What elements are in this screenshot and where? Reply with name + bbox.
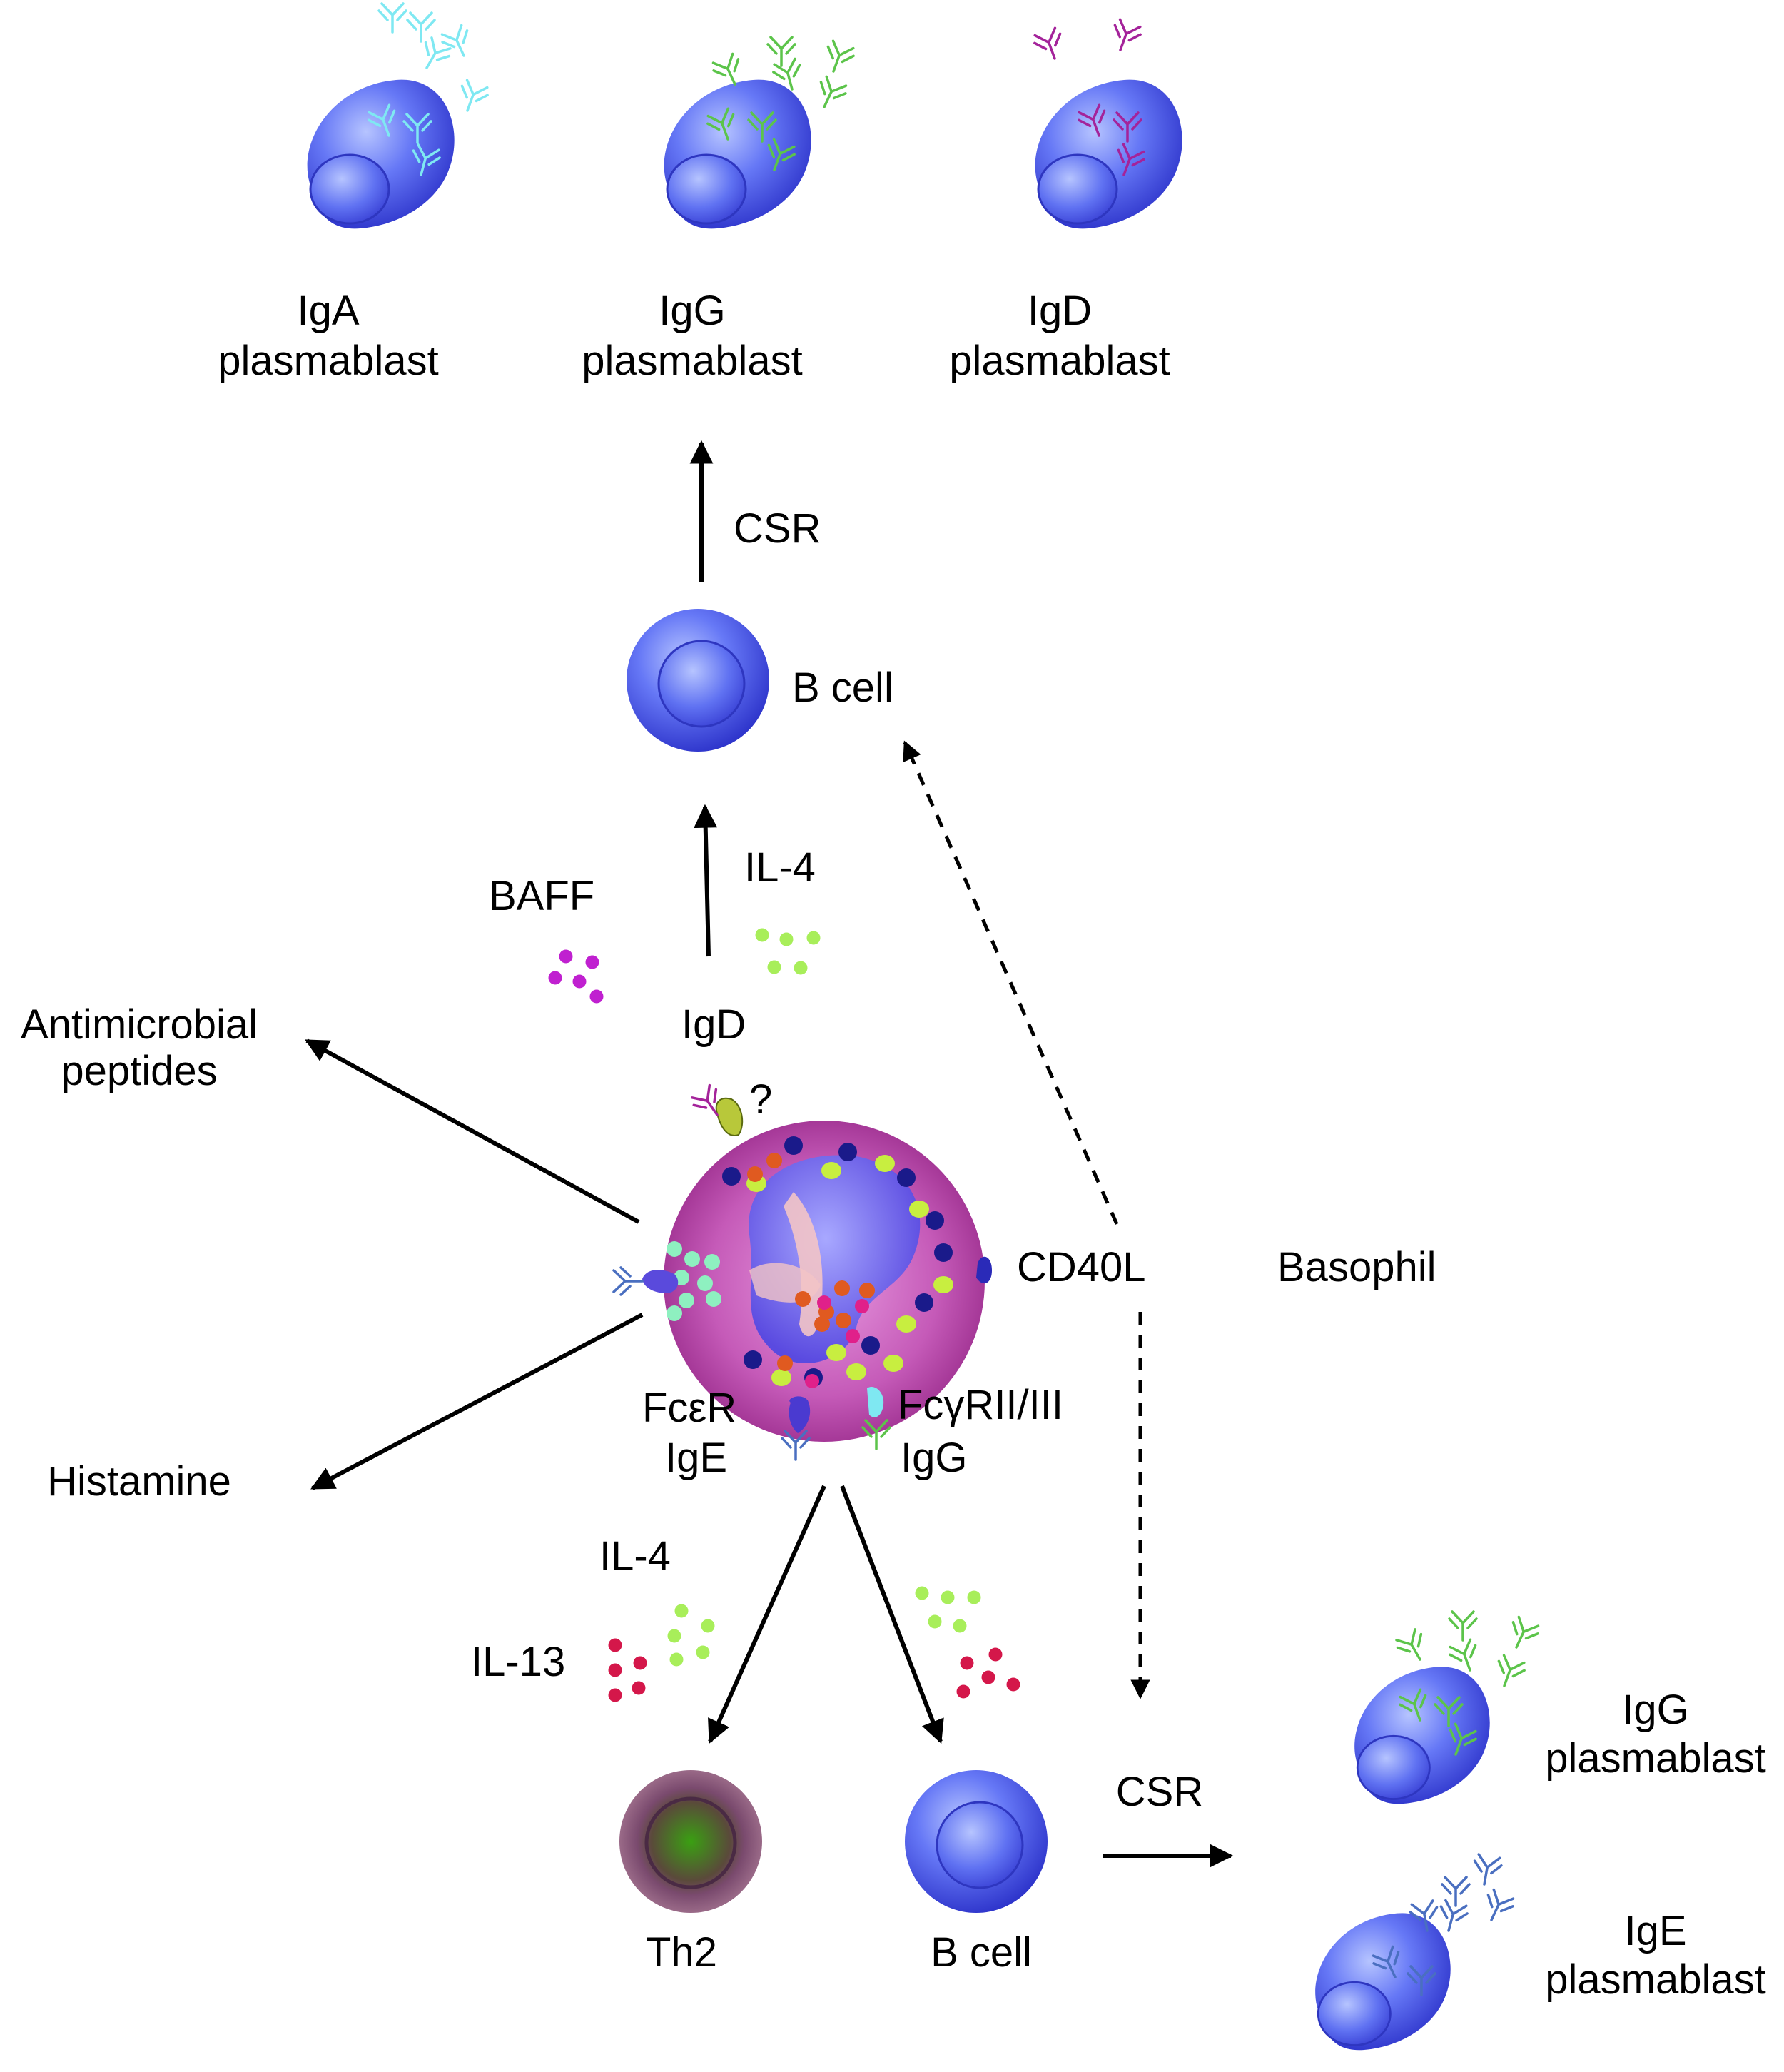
- igg-label: IgG: [901, 1435, 968, 1481]
- basophil-granules-orange: [747, 1153, 875, 1371]
- basophil-cell: [664, 1121, 985, 1442]
- antimicrobial-label-line1: Antimicrobial: [21, 1001, 258, 1048]
- basophil-granules-magenta: [805, 1295, 869, 1388]
- igd-receptor-icon: [688, 1082, 744, 1136]
- igg-bottom-label-line2: plasmablast: [1545, 1735, 1765, 1782]
- basophil-left-receptor-icon: [612, 1266, 679, 1296]
- b-cell-bottom-label: B cell: [931, 1929, 1032, 1976]
- igg-plasmablast-top: [663, 36, 858, 230]
- basophil-granules-lime: [746, 1155, 953, 1386]
- iga-plasmablast: [306, 2, 492, 230]
- igg-top-label-line1: IgG: [659, 288, 726, 334]
- arrow-to-th2: [708, 1485, 826, 1744]
- antimicrobial-label-line2: peptides: [61, 1048, 217, 1094]
- il13-dots-left: [608, 1638, 647, 1702]
- cd40l-dashed-arrow-to-b-cell: [903, 740, 1119, 1225]
- iga-label-line1: IgA: [297, 288, 359, 334]
- il13-label: IL-13: [471, 1639, 565, 1685]
- th2-cell: [619, 1770, 762, 1913]
- igd-plasmablast: [1030, 17, 1184, 230]
- b-cell-bottom: [903, 1769, 1049, 1914]
- fcer-label: FcεR: [642, 1385, 736, 1431]
- il4-top-label: IL-4: [744, 844, 816, 891]
- csr-top-label: CSR: [734, 505, 821, 552]
- basophil-label: Basophil: [1277, 1244, 1436, 1290]
- cd40l-label: CD40L: [1017, 1244, 1146, 1290]
- csr-bottom-label: CSR: [1116, 1769, 1203, 1815]
- fcgr-label: FcγRII/III: [898, 1382, 1063, 1428]
- iga-label-line2: plasmablast: [218, 338, 438, 384]
- b-cell-top: [625, 607, 771, 753]
- il4-bottom-label: IL-4: [599, 1533, 671, 1580]
- igg-plasmablast-bottom: [1353, 1610, 1542, 1805]
- igd-top-label-line2: plasmablast: [949, 338, 1170, 384]
- igg-top-label-line2: plasmablast: [582, 338, 802, 384]
- igg-bottom-label-line1: IgG: [1622, 1687, 1689, 1733]
- fcgr-receptor-icon: [861, 1386, 891, 1450]
- arrow-to-histamine: [310, 1313, 644, 1490]
- baff-dots: [548, 949, 604, 1004]
- arrow-to-b-cell-bottom: [840, 1485, 944, 1744]
- cd40l-receptor-icon: [976, 1256, 992, 1284]
- fcer-receptor-icon: [781, 1396, 811, 1461]
- ige-bottom-label-line1: IgE: [1624, 1908, 1686, 1954]
- il4-dots-top: [755, 928, 821, 975]
- question-mark: ?: [749, 1076, 772, 1123]
- histamine-label: Histamine: [47, 1458, 231, 1505]
- baff-label: BAFF: [489, 873, 594, 919]
- th2-label: Th2: [646, 1929, 717, 1976]
- il4-dots-bottom-left: [667, 1604, 715, 1667]
- b-cell-top-label: B cell: [792, 664, 893, 711]
- il4-arrow-to-b-cell: [694, 804, 718, 957]
- ige-plasmablast: [1314, 1852, 1517, 2051]
- ige-bottom-label-line2: plasmablast: [1545, 1956, 1765, 2003]
- igd-top-label-line1: IgD: [1028, 288, 1092, 334]
- il4-dots-bottom-right: [915, 1586, 981, 1633]
- ige-label: IgE: [665, 1435, 727, 1481]
- il13-dots-right: [956, 1647, 1020, 1699]
- arrow-to-antimicrobial-peptides: [305, 1038, 640, 1224]
- igd-label: IgD: [681, 1001, 746, 1048]
